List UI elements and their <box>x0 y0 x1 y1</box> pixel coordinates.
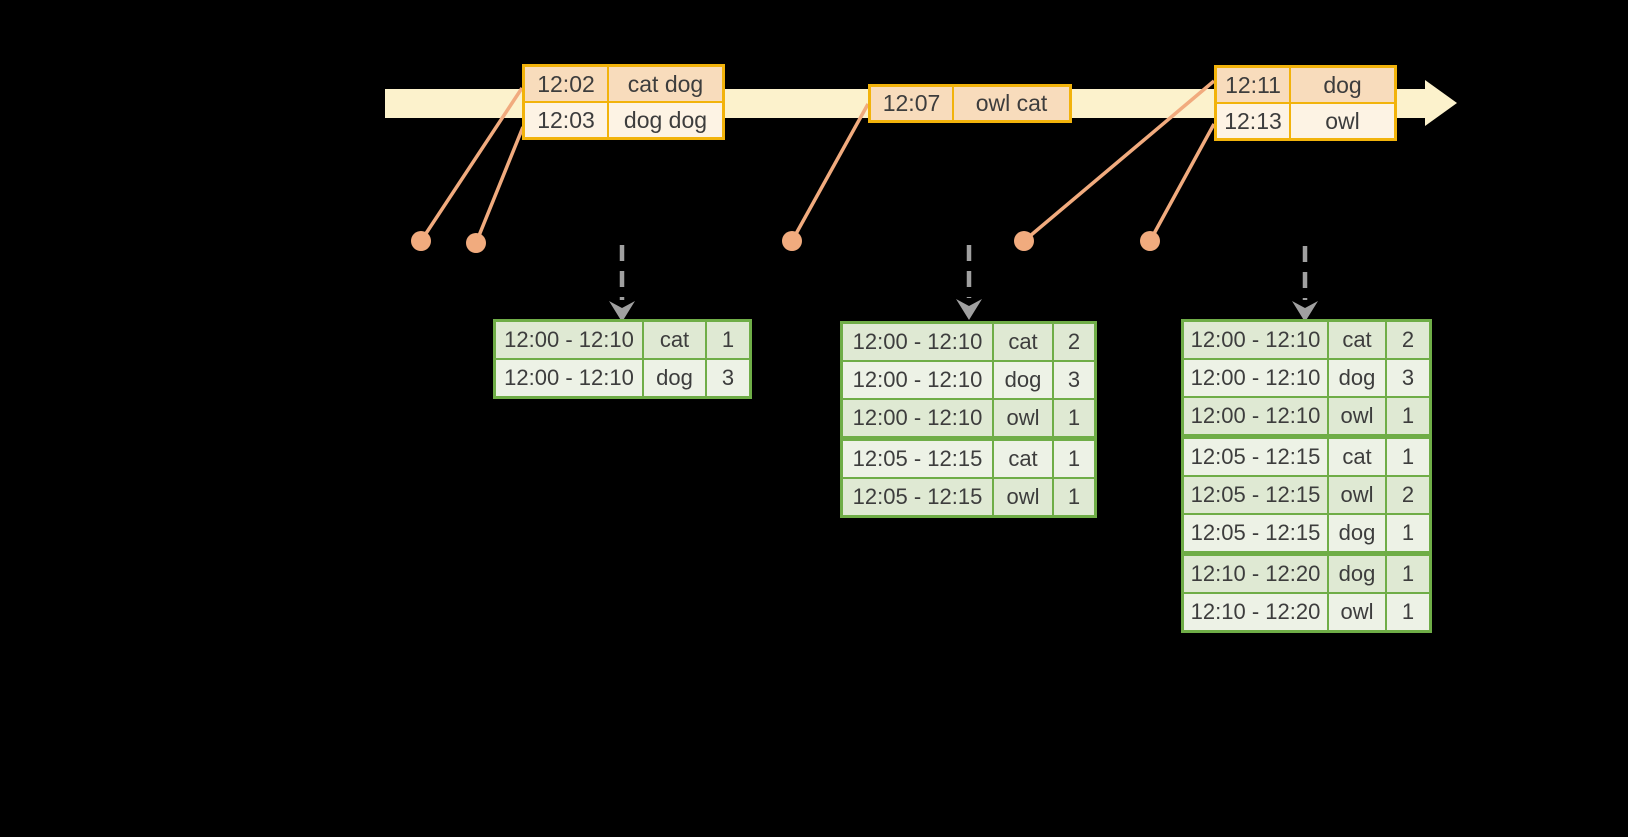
event-time-cell: 12:13 <box>1217 104 1289 138</box>
event-dot-icon <box>411 231 431 251</box>
result-word-cell: dog <box>994 362 1052 398</box>
connector-line <box>790 103 870 242</box>
result-word-cell: dog <box>1329 515 1385 551</box>
connector-line <box>1148 123 1216 242</box>
result-word-cell: owl <box>994 479 1052 515</box>
window-group: 12:10 - 12:20 dog 1 12:10 - 12:20 owl 1 <box>1184 556 1429 630</box>
result-word-cell: cat <box>644 322 705 358</box>
result-count-cell: 1 <box>1387 556 1429 592</box>
result-word-cell: cat <box>994 441 1052 477</box>
result-window-cell: 12:05 - 12:15 <box>843 441 992 477</box>
event-time-cell: 12:07 <box>871 87 952 120</box>
result-word-cell: dog <box>1329 360 1385 396</box>
result-count-cell: 1 <box>1387 515 1429 551</box>
event-table-3: 12:11 dog 12:13 owl <box>1214 65 1397 141</box>
trigger-arrow-heads <box>609 299 1318 322</box>
window-group: 12:00 - 12:10 cat 2 12:00 - 12:10 dog 3 … <box>843 324 1094 436</box>
result-window-cell: 12:00 - 12:10 <box>843 400 992 436</box>
window-group: 12:05 - 12:15 cat 1 12:05 - 12:15 owl 1 <box>843 441 1094 515</box>
result-word-cell: cat <box>994 324 1052 360</box>
event-words-cell: cat dog <box>609 67 722 101</box>
result-count-cell: 1 <box>1054 400 1094 436</box>
result-word-cell: owl <box>1329 594 1385 630</box>
event-dots <box>411 231 1160 253</box>
result-count-cell: 2 <box>1387 322 1429 358</box>
event-dot-icon <box>1140 231 1160 251</box>
result-window-cell: 12:00 - 12:10 <box>496 322 642 358</box>
result-window-cell: 12:05 - 12:15 <box>1184 477 1327 513</box>
result-count-cell: 1 <box>1387 594 1429 630</box>
trigger-arrow-icon <box>609 301 635 322</box>
connector-lines <box>419 79 1216 244</box>
result-count-cell: 2 <box>1387 477 1429 513</box>
result-count-cell: 1 <box>1054 441 1094 477</box>
timeline-arrowhead-icon <box>1425 80 1457 126</box>
result-count-cell: 1 <box>1054 479 1094 515</box>
result-window-cell: 12:05 - 12:15 <box>843 479 992 515</box>
result-word-cell: owl <box>1329 477 1385 513</box>
result-count-cell: 2 <box>1054 324 1094 360</box>
event-words-cell: dog <box>1291 68 1394 102</box>
event-dot-icon <box>1014 231 1034 251</box>
event-time-cell: 12:11 <box>1217 68 1289 102</box>
result-window-cell: 12:00 - 12:10 <box>1184 322 1327 358</box>
result-word-cell: cat <box>1329 439 1385 475</box>
result-word-cell: owl <box>1329 398 1385 434</box>
result-count-cell: 3 <box>707 360 749 396</box>
event-table-1: 12:02 cat dog 12:03 dog dog <box>522 64 725 140</box>
event-words-cell: dog dog <box>609 103 722 137</box>
trigger-arrow-icon <box>1292 301 1318 322</box>
window-group: 12:00 - 12:10 cat 1 12:00 - 12:10 dog 3 <box>496 322 749 396</box>
window-group: 12:00 - 12:10 cat 2 12:00 - 12:10 dog 3 … <box>1184 322 1429 434</box>
connector-line <box>474 126 525 244</box>
event-dot-icon <box>466 233 486 253</box>
result-window-cell: 12:05 - 12:15 <box>1184 515 1327 551</box>
connector-line <box>1022 79 1216 243</box>
event-time-cell: 12:03 <box>525 103 607 137</box>
result-window-cell: 12:00 - 12:10 <box>843 324 992 360</box>
event-dot-icon <box>782 231 802 251</box>
result-table-3: 12:00 - 12:10 cat 2 12:00 - 12:10 dog 3 … <box>1181 319 1432 633</box>
trigger-arrow-shafts <box>619 245 1308 300</box>
result-count-cell: 1 <box>1387 439 1429 475</box>
event-time-cell: 12:02 <box>525 67 607 101</box>
result-window-cell: 12:00 - 12:10 <box>1184 360 1327 396</box>
event-table-2: 12:07 owl cat <box>868 84 1072 123</box>
event-words-cell: owl cat <box>954 87 1069 120</box>
trigger-arrow-icon <box>956 299 982 320</box>
result-window-cell: 12:00 - 12:10 <box>496 360 642 396</box>
result-count-cell: 3 <box>1387 360 1429 396</box>
result-count-cell: 1 <box>1387 398 1429 434</box>
result-word-cell: dog <box>644 360 705 396</box>
connector-line <box>419 87 524 242</box>
result-word-cell: cat <box>1329 322 1385 358</box>
result-window-cell: 12:00 - 12:10 <box>843 362 992 398</box>
result-word-cell: dog <box>1329 556 1385 592</box>
result-window-cell: 12:10 - 12:20 <box>1184 594 1327 630</box>
result-word-cell: owl <box>994 400 1052 436</box>
event-words-cell: owl <box>1291 104 1394 138</box>
result-table-2: 12:00 - 12:10 cat 2 12:00 - 12:10 dog 3 … <box>840 321 1097 518</box>
result-window-cell: 12:10 - 12:20 <box>1184 556 1327 592</box>
result-table-1: 12:00 - 12:10 cat 1 12:00 - 12:10 dog 3 <box>493 319 752 399</box>
result-window-cell: 12:05 - 12:15 <box>1184 439 1327 475</box>
window-group: 12:05 - 12:15 cat 1 12:05 - 12:15 owl 2 … <box>1184 439 1429 551</box>
result-count-cell: 1 <box>707 322 749 358</box>
result-count-cell: 3 <box>1054 362 1094 398</box>
result-window-cell: 12:00 - 12:10 <box>1184 398 1327 434</box>
